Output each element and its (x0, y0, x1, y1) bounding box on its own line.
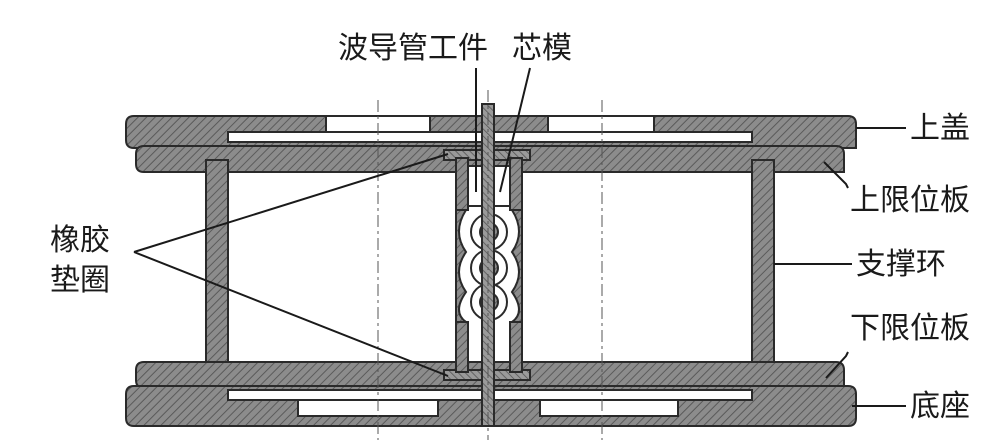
leader-lines (133, 67, 906, 407)
labels: 波导管工件 芯模 上盖 上限位板 橡胶 垫圈 支撑环 下限位板 底座 (50, 31, 970, 424)
label-rubber-gasket-line1: 橡胶 (50, 223, 110, 258)
label-top-cover: 上盖 (910, 111, 970, 146)
label-lower-limit-plate: 下限位板 (850, 311, 970, 346)
label-upper-limit-plate: 上限位板 (850, 183, 970, 218)
label-base: 底座 (910, 389, 970, 424)
center-lines (377, 90, 603, 440)
label-waveguide-workpiece: 波导管工件 (338, 31, 488, 66)
label-mandrel: 芯模 (512, 31, 572, 66)
label-support-ring: 支撑环 (856, 247, 946, 282)
label-rubber-gasket-line2: 垫圈 (50, 263, 110, 298)
mandrel (481, 103, 495, 427)
